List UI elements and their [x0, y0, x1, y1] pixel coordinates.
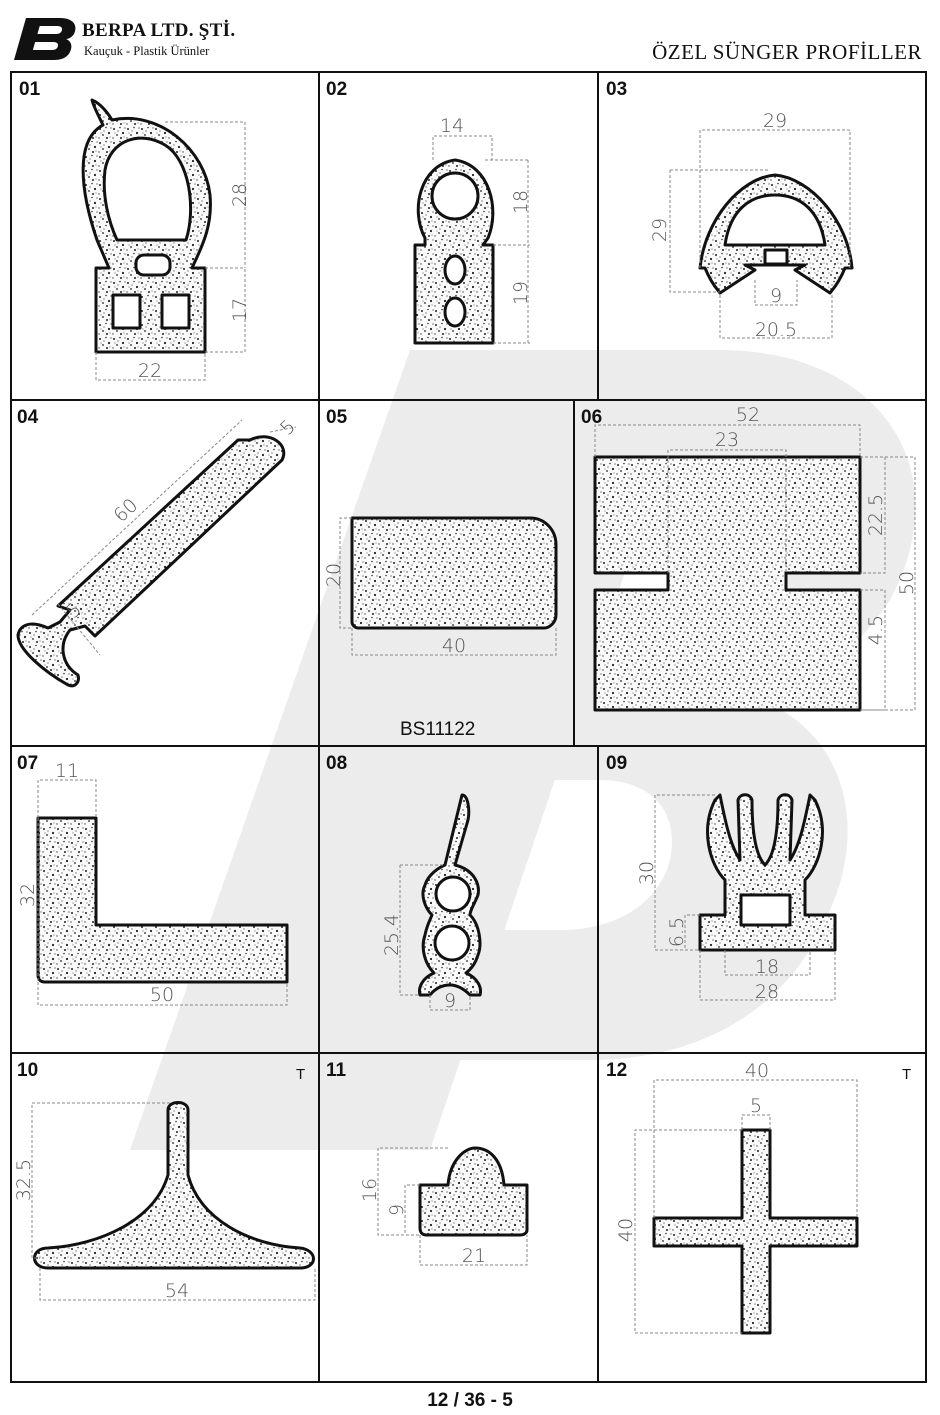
- dim-07-b: 32: [17, 883, 39, 907]
- dim-05-b: 40: [442, 635, 466, 657]
- profile-11-shape: [418, 1146, 529, 1237]
- profile-11-number: 11: [326, 1060, 347, 1081]
- grid-frame: [10, 71, 927, 1383]
- profile-03-shape: [698, 173, 854, 295]
- profile-06-number: 06: [581, 407, 603, 428]
- dim-02-c: 19: [510, 281, 532, 305]
- dim-01-a: 28: [229, 183, 251, 207]
- dim-10-b: 54: [165, 1280, 189, 1302]
- dim-09-b: 6.5: [666, 917, 688, 947]
- profile-02-shape: [413, 158, 495, 345]
- dim-04-c: 5: [276, 415, 300, 439]
- profile-09-number: 09: [606, 753, 628, 774]
- profile-08-shape: [418, 793, 482, 997]
- dim-08-b: 9: [444, 990, 456, 1012]
- dim-08-a: 25.4: [381, 914, 403, 956]
- profile-12-number: 12: [606, 1060, 628, 1081]
- company-name: BERPA LTD. ŞTİ.: [82, 20, 236, 41]
- dim-02-a: 14: [440, 115, 464, 137]
- dim-09-a: 30: [636, 861, 658, 885]
- dim-03-a: 29: [763, 110, 787, 132]
- dim-09-d: 28: [755, 981, 779, 1003]
- profile-05-code: BS11122: [400, 719, 476, 740]
- profile-05-shape: [350, 516, 558, 630]
- company-logo-icon: [14, 18, 76, 60]
- profile-01-number: 01: [19, 79, 41, 100]
- profile-shapes: [16, 98, 862, 1335]
- dim-09-c: 18: [755, 956, 779, 978]
- profile-12-shape: [652, 1128, 859, 1335]
- dim-06-b: 23: [715, 429, 739, 451]
- dim-05-a: 20: [323, 563, 345, 587]
- dim-03-c: 9: [770, 285, 782, 307]
- dim-06-a: 52: [736, 404, 760, 426]
- dim-06-c: 22.5: [865, 494, 887, 536]
- profile-10-number: 10: [17, 1060, 39, 1081]
- profile-08-number: 08: [326, 753, 348, 774]
- dim-01-c: 22: [138, 360, 162, 382]
- dim-07-c: 50: [150, 984, 174, 1006]
- dim-02-b: 18: [510, 190, 532, 214]
- profile-07-number: 07: [17, 753, 39, 774]
- profile-10-shape: [33, 1101, 315, 1270]
- dim-01-b: 17: [229, 298, 251, 322]
- dimension-lines: [31, 121, 916, 1334]
- company-tagline: Kauçuk - Plastik Ürünler: [84, 44, 210, 58]
- dim-03-b: 29: [649, 218, 671, 242]
- dim-12-b: 5: [750, 1095, 762, 1117]
- dim-10-a: 32.5: [13, 1159, 35, 1201]
- profile-04-shape: [16, 435, 286, 688]
- dim-07-a: 11: [55, 760, 79, 782]
- page-title: ÖZEL SÜNGER PROFİLLER: [652, 40, 922, 64]
- profile-10-mark: T: [296, 1066, 306, 1083]
- dim-03-d: 20.5: [755, 319, 797, 341]
- dimension-labels: 28 17 22 14 18 19 29 29 9 20.5 60 5 5 20…: [13, 110, 918, 1302]
- profile-03-number: 03: [606, 79, 628, 100]
- dim-12-a: 40: [745, 1060, 769, 1082]
- page-number: 12 / 36 - 5: [427, 1390, 513, 1411]
- dim-06-e: 4.5: [865, 615, 887, 645]
- dim-04-a: 60: [110, 494, 143, 527]
- profile-09-shape: [698, 793, 837, 952]
- profile-02-number: 02: [326, 79, 348, 100]
- dim-11-a: 16: [359, 1178, 381, 1202]
- dim-11-c: 21: [462, 1245, 486, 1267]
- profile-05-number: 05: [326, 407, 348, 428]
- dim-12-c: 40: [615, 1218, 637, 1242]
- dim-06-d: 50: [896, 571, 918, 595]
- profile-12-mark: T: [902, 1066, 912, 1083]
- dim-11-b: 9: [386, 1204, 408, 1216]
- profile-01-shape: [81, 98, 212, 354]
- profile-04-number: 04: [17, 407, 39, 428]
